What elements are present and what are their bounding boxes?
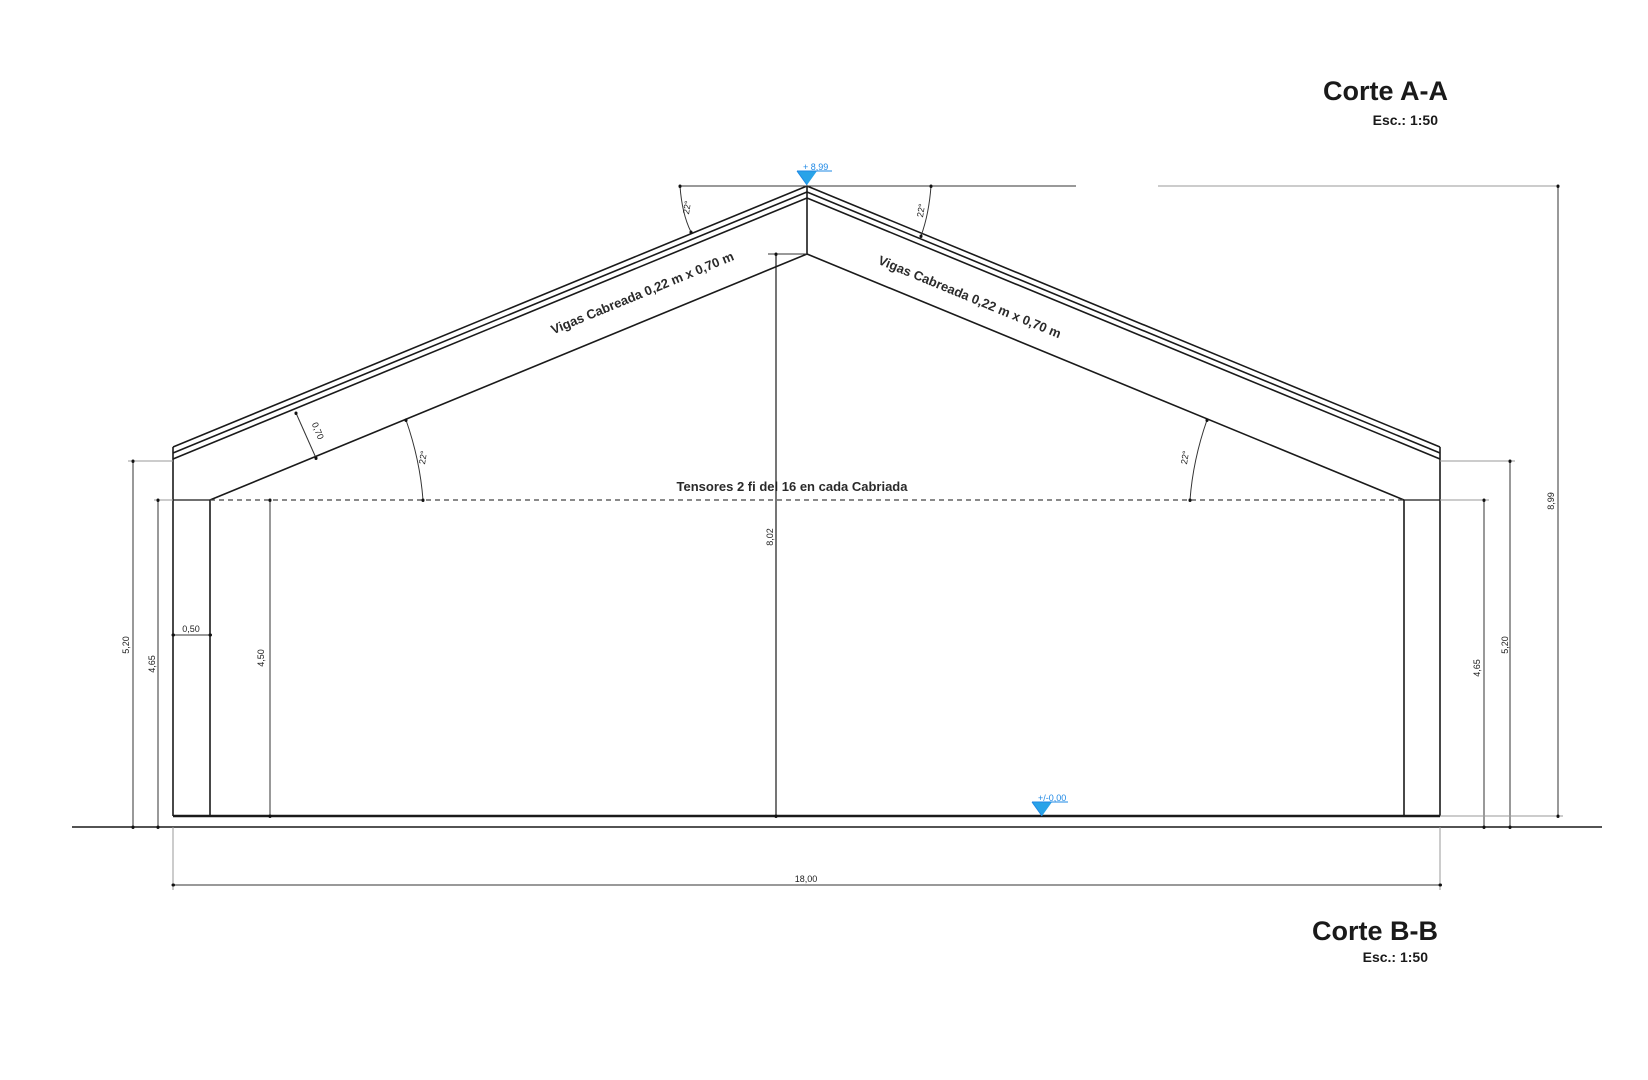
dim-right-outer-height-label: 5,20 — [1500, 636, 1510, 654]
dim-left-outer-height — [128, 459, 173, 829]
dim-left-outer-height-label: 5,20 — [121, 636, 131, 654]
dim-right-inner-height-label: 4,65 — [1472, 659, 1482, 677]
angle-label-roof-left: 22° — [681, 200, 693, 216]
section-scale-top: Esc.: 1:50 — [1373, 112, 1439, 128]
dim-total-height — [1440, 184, 1563, 818]
right-column — [1403, 447, 1441, 816]
section-title-bottom: Corte B-B — [1312, 916, 1438, 946]
angle-label-roof-right: 22° — [915, 203, 927, 219]
roof — [172, 185, 1441, 460]
ridge-level-label: + 8,99 — [803, 162, 828, 172]
angle-label-beam-right: 22° — [1179, 450, 1191, 466]
dim-left-mid-height-label: 4,65 — [147, 655, 157, 673]
ridge-level-marker — [680, 170, 1558, 187]
section-scale-bottom: Esc.: 1:50 — [1363, 949, 1429, 965]
floor-level-label: +/-0,00 — [1038, 793, 1066, 803]
dim-center-height — [768, 252, 807, 818]
section-title-top: Corte A-A — [1323, 76, 1448, 106]
dim-beam-depth-label: 0,70 — [310, 421, 326, 441]
angle-arc-roof-left — [678, 184, 693, 234]
dim-column-width-label: 0,50 — [182, 624, 200, 634]
tie-rod-label: Tensores 2 fi del 16 en cada Cabriada — [677, 479, 909, 494]
dim-right-inner-height — [1440, 498, 1489, 829]
angle-arc-beam-right — [1188, 418, 1209, 502]
dim-total-height-label: 8,99 — [1546, 492, 1556, 510]
dim-span — [171, 827, 1442, 890]
rafter-underside — [209, 253, 1405, 501]
dim-span-label: 18,00 — [795, 874, 818, 884]
angle-label-beam-left: 22° — [417, 450, 429, 466]
angle-arc-roof-right — [919, 184, 933, 238]
dim-center-height-label: 8,02 — [765, 528, 775, 546]
dim-right-outer-height — [1440, 459, 1515, 829]
dim-left-inner-height-label: 4,50 — [256, 649, 266, 667]
angle-arc-beam-left — [404, 418, 425, 502]
left-column — [172, 447, 211, 816]
dim-beam-depth — [294, 411, 318, 460]
floor-level-marker — [1031, 801, 1068, 817]
dim-left-mid-height — [154, 498, 173, 829]
